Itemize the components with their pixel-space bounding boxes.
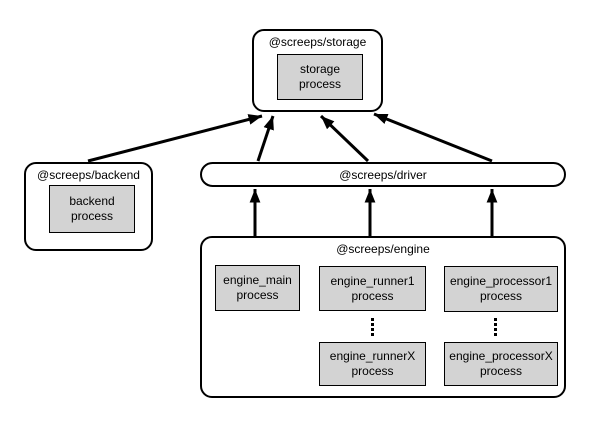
backend-node: @screeps/backend backend process bbox=[24, 162, 153, 251]
engine-runner1-process-box: engine_runner1 process bbox=[319, 266, 426, 311]
edge-backend-to-storage bbox=[87, 114, 263, 163]
driver-title: @screeps/driver bbox=[339, 167, 427, 182]
storage-process-box: storage process bbox=[277, 54, 363, 100]
edge-driver-to-storage bbox=[373, 112, 493, 163]
backend-title: @screeps/backend bbox=[37, 168, 140, 182]
edge-driver-to-storage bbox=[319, 114, 370, 163]
edge-driver-to-storage bbox=[256, 115, 275, 162]
engine-node: @screeps/engine engine_main process engi… bbox=[200, 236, 566, 398]
vertical-ellipsis-icon bbox=[494, 318, 497, 336]
engine-processorX-process-box: engine_processorX process bbox=[444, 342, 558, 386]
engine-title: @screeps/engine bbox=[336, 242, 430, 256]
engine-main-process-box: engine_main process bbox=[215, 265, 300, 311]
backend-process-box: backend process bbox=[49, 185, 135, 233]
engine-processor1-process-box: engine_processor1 process bbox=[444, 266, 558, 312]
driver-node: @screeps/driver bbox=[200, 162, 566, 187]
storage-title: @screeps/storage bbox=[268, 35, 367, 49]
storage-node: @screeps/storage storage process bbox=[252, 29, 383, 112]
engine-runnerX-process-box: engine_runnerX process bbox=[319, 342, 426, 386]
vertical-ellipsis-icon bbox=[371, 318, 374, 336]
